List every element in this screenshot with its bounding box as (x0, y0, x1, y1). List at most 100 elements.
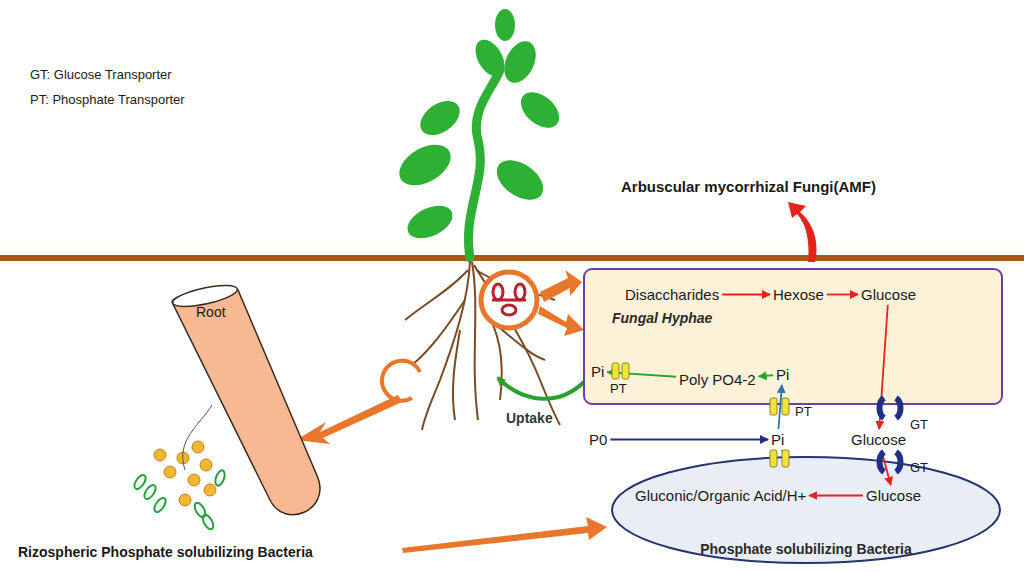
node-text: Glucose (866, 487, 921, 504)
bacterium (164, 466, 176, 478)
bacillus (152, 496, 168, 514)
phosphate-transporter (770, 398, 777, 415)
compound-label: Disaccharides (624, 286, 720, 303)
bacteria-cluster (132, 405, 226, 531)
leaf (498, 36, 542, 88)
compound-label: Poly PO4-2 (678, 371, 757, 388)
vesicle (515, 284, 525, 300)
glucose-transporter (896, 398, 901, 418)
flow-arrow (607, 372, 676, 377)
bacillus (214, 469, 227, 487)
flow-arrow (402, 517, 607, 553)
legend-note: GT: Glucose Transporter (30, 67, 172, 82)
phosphate-label: Pi (770, 431, 785, 448)
node-text: Pi (591, 363, 604, 380)
transporter-label: GT (910, 460, 928, 475)
bacterium (188, 474, 200, 486)
root-line (472, 262, 478, 420)
root-line (453, 330, 460, 420)
compound-label: Glucose (860, 286, 917, 303)
zoom-arrow (296, 395, 402, 444)
leaf (495, 9, 515, 41)
bacterium (179, 494, 191, 506)
node-text: Pi (776, 366, 789, 383)
phosphate-label: P0 (588, 431, 608, 448)
zoom-circle (382, 361, 420, 401)
compound-label: Hexose (772, 286, 825, 303)
node-text: Disaccharides (625, 286, 719, 303)
bacillus (142, 483, 158, 501)
bacillus (132, 473, 148, 491)
flow-arrow (759, 375, 773, 376)
transporters (612, 363, 901, 472)
glucose-transporter (880, 398, 885, 418)
zoom-circle (481, 272, 537, 328)
flow-arrow (782, 450, 783, 453)
transporter-label: PT (795, 404, 812, 419)
compound-label: Glucose (850, 431, 907, 448)
flow-arrow (879, 305, 888, 429)
flow-arrow (610, 439, 768, 441)
phosphate-label: Pi (775, 366, 790, 383)
node-text: P0 (589, 431, 607, 448)
zoom-arrow (538, 306, 584, 336)
leaf (470, 35, 511, 82)
flow-arrow (778, 385, 781, 429)
leaf (402, 199, 457, 245)
phosphate-transporter (770, 450, 777, 467)
phosphate-label: Pi (590, 363, 605, 380)
glucose-transporter (880, 452, 885, 472)
bacterium (192, 441, 204, 453)
glucose-transporter (896, 452, 901, 472)
root-line (422, 262, 470, 430)
phosphate-transporter (622, 363, 629, 379)
node-text: Gluconic/Organic Acid/H+ (635, 487, 806, 504)
uptake-arrow (498, 378, 584, 399)
root-drawing (172, 287, 320, 514)
node-text: Glucose (851, 431, 906, 448)
root-line (405, 270, 468, 320)
curved-arrow (788, 202, 817, 262)
plant-stem (468, 70, 500, 258)
leaf (414, 94, 466, 142)
node-text: Poly PO4-2 (679, 371, 756, 388)
vesicle (493, 284, 503, 300)
bacterium (154, 449, 166, 461)
phosphate-transporter (612, 363, 619, 379)
leaf (490, 152, 551, 208)
node-text: Pi (771, 431, 784, 448)
zoom-arrow (540, 270, 582, 302)
hyphae-box: Fungal Hyphae Disaccharides Hexose GlucoseP… (583, 268, 1003, 405)
part-label: Root (196, 304, 226, 320)
process-label: Uptake (506, 410, 553, 426)
flow-arrow (827, 294, 858, 296)
legend-note: PT: Phosphate Transporter (30, 92, 185, 107)
bacterium (200, 459, 212, 471)
plant-roots (405, 262, 560, 430)
soil-line (0, 255, 1024, 261)
bacillus (201, 513, 216, 531)
leaf (514, 85, 566, 135)
fungal-structure (492, 284, 526, 315)
flagellum (183, 405, 212, 470)
node-text: Glucose (861, 286, 916, 303)
flow-arrow (722, 294, 770, 296)
bacteria-cell: Phosphate solubilizing Bacteria Gluconic/… (610, 455, 1002, 565)
compound-label: Gluconic/Organic Acid/H+ (634, 487, 807, 504)
phosphate-transporter (782, 398, 789, 415)
part-label: Rizospheric Phosphate solubilizing Bacte… (18, 544, 313, 560)
bacterium (204, 484, 216, 496)
flow-arrow (809, 495, 863, 497)
leaf (392, 136, 457, 193)
node-text: Fungal Hyphae (612, 310, 712, 326)
vesicle (502, 305, 516, 315)
bacillus (193, 501, 208, 519)
phosphate-transporter (782, 450, 789, 467)
transporter-label: GT (910, 417, 928, 432)
title-label: Arbuscular mycorrhizal Fungi(AMF) (621, 178, 876, 195)
node-text: Phosphate solubilizing Bacteria (610, 541, 1002, 557)
node-text: Hexose (773, 286, 824, 303)
